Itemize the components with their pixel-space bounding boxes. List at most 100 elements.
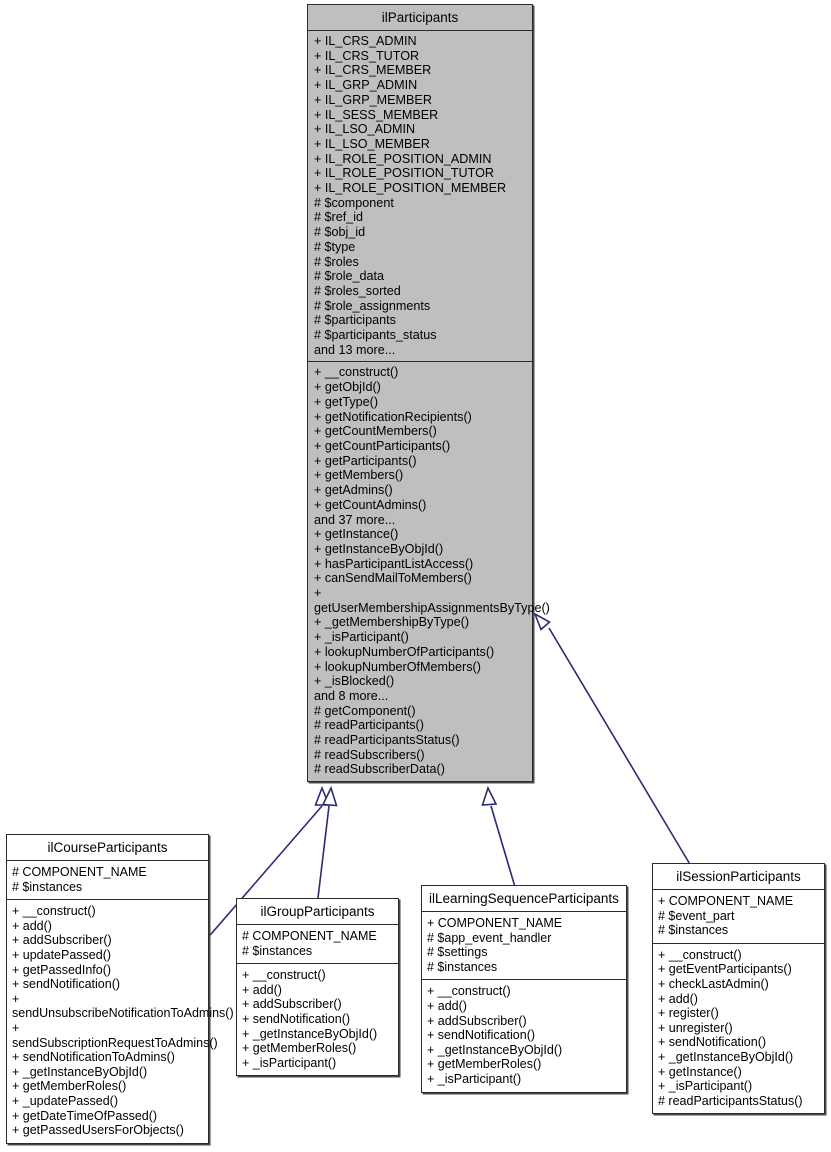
operations-compartment-ilgroupparticipants: + __construct() + add() + addSubscriber(… xyxy=(237,964,398,1075)
attribute-row: + IL_GRP_MEMBER xyxy=(314,92,432,107)
attribute-more-row: and 13 more... xyxy=(314,342,396,357)
operation-row: + getAdmins() xyxy=(314,483,393,498)
attribute-row: # $participants xyxy=(314,313,396,328)
class-box-ilgroupparticipants[interactable]: ilGroupParticipants # COMPONENT_NAME # $… xyxy=(236,898,399,1077)
class-title-ilparticipants: ilParticipants xyxy=(381,10,459,25)
edge-session-to-participants xyxy=(533,612,692,867)
operation-more-row: and 37 more... xyxy=(314,512,396,527)
operations-compartment-ilcourseparticipants: + __construct() + add() + addSubscriber(… xyxy=(7,900,234,1143)
operation-row: + sendNotification() xyxy=(242,1011,351,1026)
operation-row: + _isBlocked() xyxy=(314,674,395,689)
attribute-row: # $role_data xyxy=(314,269,385,284)
operation-row: + canSendMailToMembers() xyxy=(314,571,472,586)
operation-row: + __construct() xyxy=(12,904,96,919)
class-separator xyxy=(237,924,398,925)
operation-more-row: and 8 more... xyxy=(314,688,389,703)
attribute-row: # $participants_status xyxy=(314,328,437,343)
operation-row: + _isParticipant() xyxy=(242,1055,337,1070)
operation-row: + _getMembershipByType() xyxy=(314,615,470,630)
operation-row: + addSubscriber() xyxy=(242,997,342,1012)
operation-row: + add() xyxy=(427,998,467,1013)
class-separator xyxy=(308,361,532,363)
attribute-row: + IL_LSO_ADMIN xyxy=(314,122,416,137)
operation-row: + register() xyxy=(658,1006,719,1021)
operation-row: + _getInstanceByObjId() xyxy=(427,1042,563,1057)
operation-row: + add() xyxy=(658,991,698,1006)
operation-row: + sendNotificationToAdmins() xyxy=(12,1050,175,1065)
operation-row: + getMemberRoles() xyxy=(427,1057,542,1072)
class-separator xyxy=(308,30,532,31)
operation-row: + getObjId() xyxy=(314,380,381,395)
attribute-row: + IL_LSO_MEMBER xyxy=(314,136,430,151)
attribute-row: # $roles xyxy=(314,254,359,269)
attribute-row: + IL_ROLE_POSITION_MEMBER xyxy=(314,181,507,196)
operation-row: # readParticipants() xyxy=(314,718,424,733)
class-separator xyxy=(653,889,824,890)
class-separator xyxy=(422,979,626,981)
class-separator xyxy=(7,860,208,861)
attribute-row: # $component xyxy=(314,195,394,210)
operation-row: + __construct() xyxy=(314,365,399,380)
operation-row: + getUserMembershipAssignmentsByType() xyxy=(314,586,550,615)
operations-compartment-ilparticipants: + __construct() + getObjId() + getType()… xyxy=(308,362,550,781)
class-separator xyxy=(237,963,398,965)
attribute-row: # $type xyxy=(314,239,356,254)
operation-row: + getPassedUsersForObjects() xyxy=(12,1123,184,1138)
attribute-row: # $event_part xyxy=(658,908,735,923)
attributes-compartment-ilsessionparticipants: + COMPONENT_NAME # $event_part # $instan… xyxy=(653,890,824,943)
operation-row: + updatePassed() xyxy=(12,947,112,962)
class-title-ilsessionparticipants: ilSessionParticipants xyxy=(676,869,801,884)
operation-row: + _isParticipant() xyxy=(427,1071,522,1086)
operation-row: + sendNotification() xyxy=(427,1028,536,1043)
operation-row: + unregister() xyxy=(658,1020,733,1035)
operation-row: + getNotificationRecipients() xyxy=(314,409,472,424)
operation-row: + __construct() xyxy=(427,984,511,999)
operation-row: # readSubscriberData() xyxy=(314,762,445,777)
class-separator xyxy=(7,899,208,901)
attribute-row: + IL_ROLE_POSITION_ADMIN xyxy=(314,151,492,166)
class-separator xyxy=(422,911,626,912)
operation-row: + sendNotification() xyxy=(12,977,121,992)
attribute-row: # COMPONENT_NAME xyxy=(12,865,147,879)
operation-row: + _getInstanceByObjId() xyxy=(658,1049,794,1064)
operation-row: + sendUnsubscribeNotificationToAdmins() xyxy=(12,991,234,1021)
operation-row: # readSubscribers() xyxy=(314,747,425,762)
class-box-ilcourseparticipants[interactable]: ilCourseParticipants # COMPONENT_NAME # … xyxy=(6,834,234,1144)
attribute-row: + IL_GRP_ADMIN xyxy=(314,78,418,93)
operation-row: + getMembers() xyxy=(314,468,404,483)
operation-row: + getInstanceByObjId() xyxy=(314,541,444,556)
operation-row: # readParticipantsStatus() xyxy=(658,1093,803,1108)
operation-row: + addSubscriber() xyxy=(427,1013,527,1028)
attribute-row: # $roles_sorted xyxy=(314,283,401,298)
operation-row: + getCountAdmins() xyxy=(314,497,427,512)
attributes-compartment-ilparticipants: + IL_CRS_ADMIN + IL_CRS_TUTOR + IL_CRS_M… xyxy=(308,31,532,361)
class-box-ilsessionparticipants[interactable]: ilSessionParticipants + COMPONENT_NAME #… xyxy=(652,863,825,1115)
class-box-ilparticipants[interactable]: ilParticipants + IL_CRS_ADMIN + IL_CRS_T… xyxy=(307,4,550,783)
operation-row: + _getInstanceByObjId() xyxy=(12,1064,148,1079)
operation-row: + sendSubscriptionRequestToAdmins() xyxy=(12,1020,218,1050)
attribute-row: # $instances xyxy=(658,923,729,938)
attribute-row: + IL_SESS_MEMBER xyxy=(314,107,439,122)
operation-row: + add() xyxy=(12,918,52,933)
operation-row: + _updatePassed() xyxy=(12,1093,118,1108)
operation-row: + add() xyxy=(242,982,282,997)
operation-row: + getPassedInfo() xyxy=(12,962,112,977)
operation-row: + getDateTimeOfPassed() xyxy=(12,1108,158,1123)
edge-group-to-participants xyxy=(317,785,338,899)
operation-row: + getEventParticipants() xyxy=(658,962,792,977)
attribute-row: # $instances xyxy=(12,879,83,894)
class-title-ilgroupparticipants: ilGroupParticipants xyxy=(260,904,375,919)
operation-row: + _isParticipant() xyxy=(658,1079,753,1094)
operation-row: + getParticipants() xyxy=(314,453,417,468)
class-box-illearningsequenceparticipants[interactable]: ilLearningSequenceParticipants + COMPONE… xyxy=(421,885,627,1093)
operation-row: + getMemberRoles() xyxy=(242,1041,357,1056)
operation-row: # readParticipantsStatus() xyxy=(314,733,460,748)
attribute-row: + IL_CRS_MEMBER xyxy=(314,63,432,78)
attribute-row: # $ref_id xyxy=(314,210,364,225)
attribute-row: + IL_ROLE_POSITION_TUTOR xyxy=(314,166,494,181)
operation-row: + getType() xyxy=(314,394,379,409)
edge-learningsequence-to-participants xyxy=(481,785,516,888)
attribute-row: + COMPONENT_NAME xyxy=(658,894,794,908)
attribute-row: + IL_CRS_ADMIN xyxy=(314,34,417,48)
